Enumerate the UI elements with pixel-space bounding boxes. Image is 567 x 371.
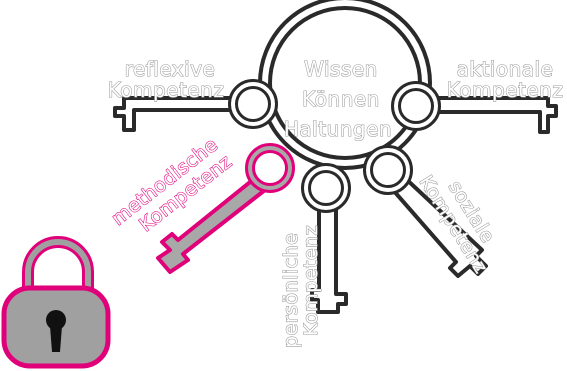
key-persoenliche: persönliche Kompetenz xyxy=(279,163,351,349)
label-persoenliche-line2: Kompetenz xyxy=(300,225,322,336)
padlock-icon xyxy=(1,236,111,369)
key-soziale: soziale Kompetenz xyxy=(363,145,499,278)
label-aktionale-line1: aktionale xyxy=(457,57,554,81)
center-line-wissen: Wissen xyxy=(304,57,378,81)
label-reflexive-line1: reflexive xyxy=(125,57,216,81)
label-aktionale-line2: Kompetenz xyxy=(447,78,564,102)
key-reflexive: reflexive Kompetenz xyxy=(107,56,278,132)
center-line-koennen: Können xyxy=(302,87,380,111)
key-aktionale: aktionale Kompetenz xyxy=(391,56,564,134)
keyhole-icon xyxy=(46,310,66,352)
key-methodische: methodische Kompetenz xyxy=(107,133,295,274)
center-text: Wissen Können Haltungen xyxy=(283,56,392,141)
center-line-haltungen: Haltungen xyxy=(284,117,392,141)
label-persoenliche-line1: persönliche xyxy=(280,233,302,348)
label-reflexive-line2: Kompetenz xyxy=(108,78,225,102)
